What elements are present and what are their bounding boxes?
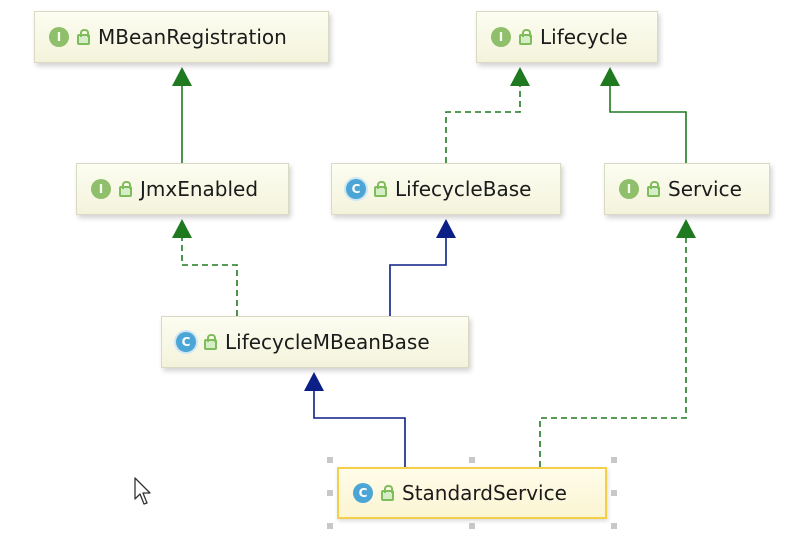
node-label: StandardService — [402, 481, 567, 505]
node-label: LifecycleBase — [395, 177, 532, 201]
edge-lifecycle-base-to-lifecycle[interactable] — [445, 67, 530, 163]
selection-handle[interactable] — [469, 523, 475, 529]
public-lock-icon — [77, 28, 90, 45]
node-mbean-registration[interactable]: I MBeanRegistration — [34, 11, 329, 63]
edge-line — [389, 237, 447, 316]
edge-line — [609, 85, 687, 163]
node-lifecycle-mbean-base[interactable]: C LifecycleMBeanBase — [161, 316, 469, 368]
node-service[interactable]: I Service — [604, 163, 770, 215]
selection-handle[interactable] — [611, 523, 617, 529]
selection-handle[interactable] — [469, 457, 475, 463]
node-lifecycle[interactable]: I Lifecycle — [476, 11, 658, 63]
node-label: JmxEnabled — [140, 177, 259, 201]
interface-icon: I — [491, 27, 511, 47]
edge-arrowhead — [676, 219, 696, 238]
edge-standard-service-to-service[interactable] — [539, 219, 696, 467]
selection-handle[interactable] — [327, 523, 333, 529]
edge-arrowhead — [600, 67, 620, 86]
public-lock-icon — [204, 333, 217, 350]
edge-jmx-enabled-to-mbean-registration[interactable] — [172, 67, 192, 163]
edge-arrowhead — [304, 372, 324, 391]
edge-arrowhead — [510, 67, 530, 86]
selection-handle[interactable] — [611, 490, 617, 496]
public-lock-icon — [374, 180, 387, 197]
edge-standard-service-to-lifecycle-mbean-base[interactable] — [304, 372, 406, 467]
edge-service-to-lifecycle[interactable] — [600, 67, 687, 163]
node-standard-service[interactable]: C StandardService — [337, 467, 607, 519]
edge-line — [181, 237, 238, 316]
node-jmx-enabled[interactable]: I JmxEnabled — [76, 163, 289, 215]
public-lock-icon — [119, 180, 132, 197]
edge-line — [539, 237, 687, 467]
edge-line — [313, 390, 406, 467]
mouse-cursor-icon — [134, 477, 151, 505]
class-icon: C — [176, 332, 196, 352]
public-lock-icon — [381, 484, 394, 501]
selection-handle[interactable] — [327, 490, 333, 496]
selection-handle[interactable] — [611, 457, 617, 463]
public-lock-icon — [519, 28, 532, 45]
node-label: Service — [668, 177, 742, 201]
interface-icon: I — [49, 27, 69, 47]
class-icon: C — [346, 179, 366, 199]
selection-handle[interactable] — [327, 457, 333, 463]
node-label: LifecycleMBeanBase — [225, 330, 430, 354]
interface-icon: I — [619, 179, 639, 199]
node-label: MBeanRegistration — [98, 25, 287, 49]
node-lifecycle-base[interactable]: C LifecycleBase — [331, 163, 561, 215]
edge-lifecycle-mbean-base-to-jmx-enabled[interactable] — [172, 219, 238, 316]
interface-icon: I — [91, 179, 111, 199]
edge-arrowhead — [436, 219, 456, 238]
edge-arrowhead — [172, 67, 192, 86]
edge-lifecycle-mbean-base-to-lifecycle-base[interactable] — [389, 219, 456, 316]
edge-line — [445, 85, 521, 163]
edge-arrowhead — [172, 219, 192, 238]
diagram-edges — [172, 67, 696, 467]
public-lock-icon — [647, 180, 660, 197]
class-icon: C — [353, 483, 373, 503]
node-label: Lifecycle — [540, 25, 628, 49]
